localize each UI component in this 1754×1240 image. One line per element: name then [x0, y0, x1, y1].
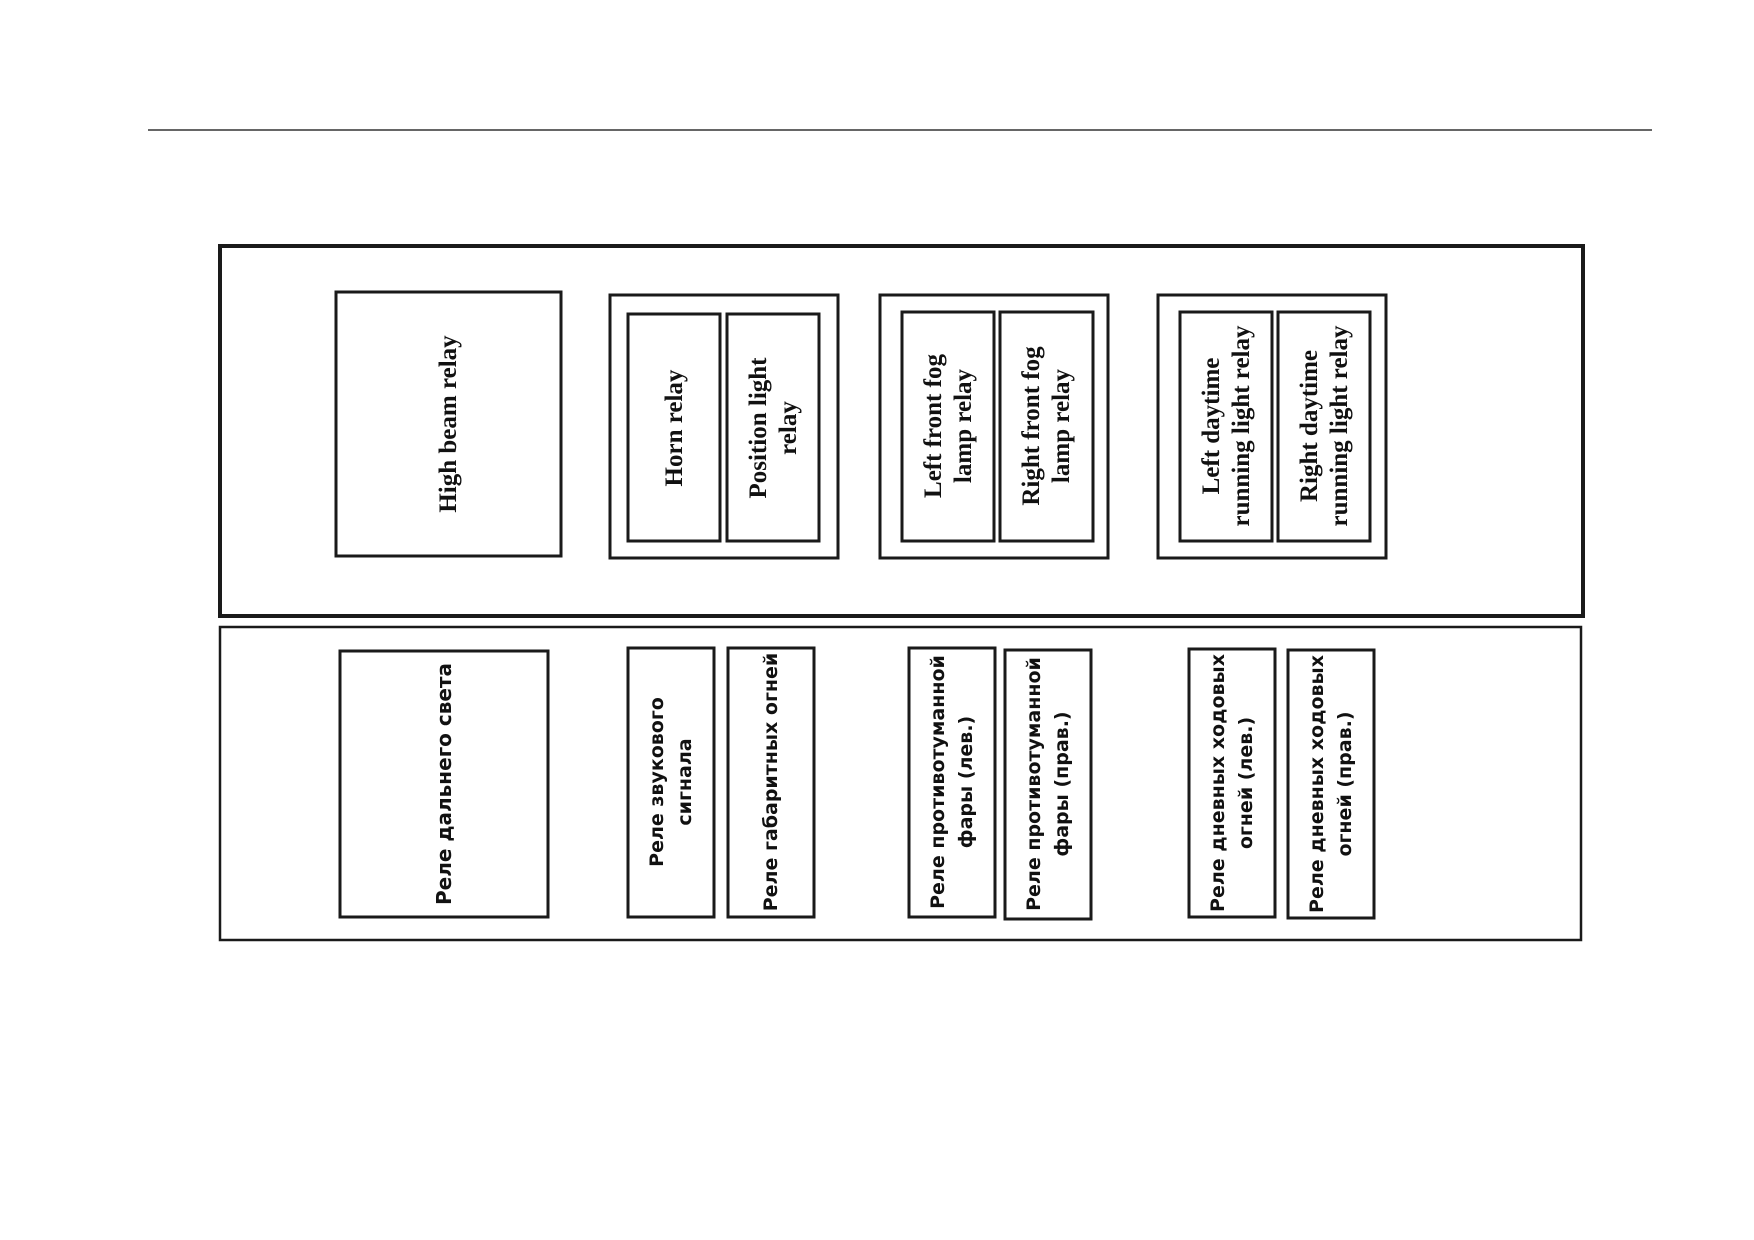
label-line: Реле дальнего света — [432, 663, 456, 905]
right-daytime-running-light-relay-box — [1276, 310, 1372, 543]
label-line: Right front fog — [1018, 346, 1045, 506]
label-line: Реле противотуманной — [1023, 657, 1045, 911]
label-line: High beam relay — [435, 335, 462, 513]
label-line: lamp relay — [1048, 368, 1075, 483]
label-line: Реле дневных ходовых — [1306, 655, 1328, 913]
left-front-fog-lamp-relay-box — [900, 310, 996, 543]
position-light-relay-ru-label: Реле габаритных огней — [760, 653, 782, 911]
label-line: Horn relay — [661, 369, 688, 486]
label-line: Position light — [745, 357, 772, 499]
label-line: огней (прав.) — [1334, 711, 1356, 856]
label-line: сигнала — [674, 738, 696, 825]
high-beam-relay-ru-label: Реле дальнего света — [432, 663, 456, 905]
right-fog-lamp-relay-ru-label: Реле противотуманной фары (прав.) — [1023, 657, 1073, 911]
horn-relay-ru-box — [626, 646, 716, 919]
label-line: running light relay — [1228, 325, 1255, 526]
label-line: Реле звукового — [646, 697, 668, 867]
right-drl-relay-ru-box — [1286, 648, 1376, 920]
label-line: running light relay — [1326, 325, 1353, 526]
high-beam-relay-ru-box — [338, 649, 550, 919]
horn-relay-label: Horn relay — [661, 369, 688, 486]
label-line: relay — [775, 401, 802, 455]
label-line: Реле габаритных огней — [760, 653, 782, 911]
horn-relay-box — [626, 312, 722, 543]
label-line: огней (лев.) — [1235, 717, 1257, 849]
position-light-relay-box — [725, 312, 821, 543]
left-drl-relay-ru-label: Реле дневных ходовых огней (лев.) — [1207, 654, 1257, 912]
left-drl-relay-ru-box — [1187, 647, 1277, 919]
label-line: Left front fog — [920, 354, 947, 498]
horn-relay-ru-label: Реле звукового сигнала — [646, 697, 696, 867]
left-fog-lamp-relay-ru-label: Реле противотуманной фары (лев.) — [927, 655, 977, 909]
label-line: Реле противотуманной — [927, 655, 949, 909]
high-beam-relay-box — [334, 290, 563, 558]
label-line: фары (лев.) — [955, 716, 977, 848]
right-drl-relay-ru-label: Реле дневных ходовых огней (прав.) — [1306, 655, 1356, 913]
label-line: Реле дневных ходовых — [1207, 654, 1229, 912]
right-front-fog-lamp-relay-box — [998, 310, 1095, 543]
high-beam-relay-label: High beam relay — [435, 335, 462, 513]
left-fog-lamp-relay-ru-box — [907, 646, 997, 919]
label-line: фары (прав.) — [1051, 711, 1073, 856]
label-line: Right daytime — [1296, 350, 1323, 502]
right-fog-lamp-relay-ru-box — [1003, 648, 1093, 921]
left-daytime-running-light-relay-box — [1178, 310, 1274, 543]
label-line: Left daytime — [1198, 358, 1225, 495]
label-line: lamp relay — [950, 368, 977, 483]
position-light-relay-ru-box — [726, 646, 816, 919]
